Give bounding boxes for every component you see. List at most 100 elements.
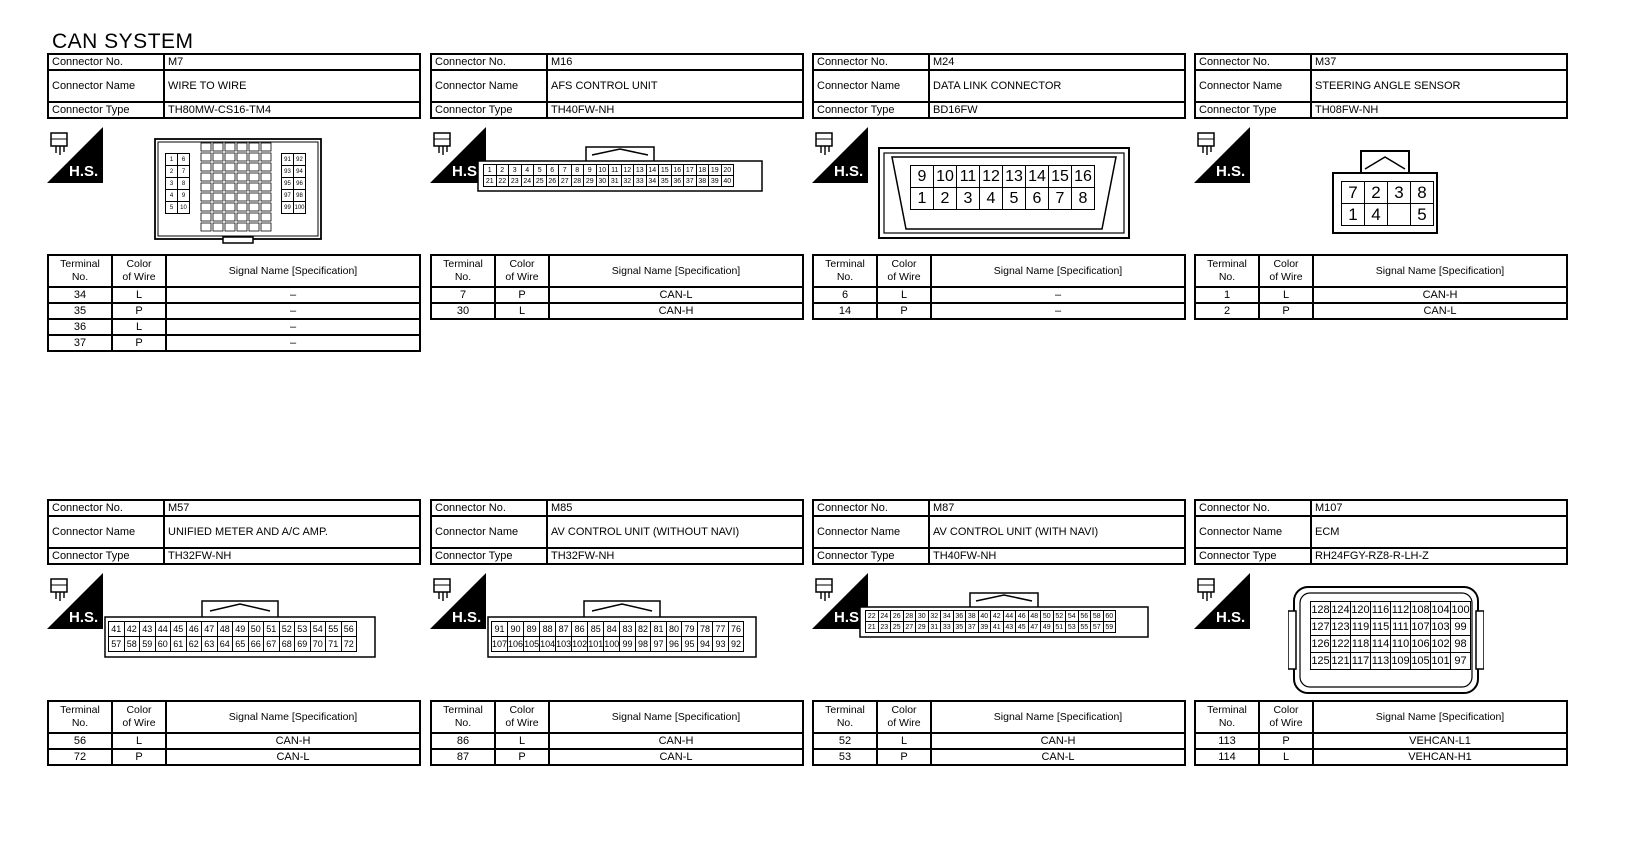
pin-cell: 87 xyxy=(555,621,573,637)
pin-cell: 57 xyxy=(108,636,125,652)
pin-cell: 48 xyxy=(216,621,233,637)
signal-name: CAN-L xyxy=(930,748,1186,766)
pin-cell: 35 xyxy=(952,621,966,633)
pin-cell: 79 xyxy=(681,621,698,637)
hs-label: H.S. xyxy=(69,609,98,626)
terminal-no: 113 xyxy=(1194,732,1260,750)
connector-info-table: Connector No. M85 Connector Name AV CONT… xyxy=(430,499,804,565)
pin-cell: 103 xyxy=(555,636,573,652)
pin-cell: 33 xyxy=(633,175,647,187)
signal-name: – xyxy=(165,334,421,352)
pin-cell: 51 xyxy=(263,621,280,637)
pin-cell: 123 xyxy=(1330,618,1351,636)
pin-cell: 6 xyxy=(1025,187,1049,210)
pin-cell: 3 xyxy=(165,177,178,190)
pin-cell: 53 xyxy=(294,621,311,637)
pin-cell: 38 xyxy=(695,175,709,187)
terminal-no: 34 xyxy=(47,286,113,304)
connector-name-label: Connector Name xyxy=(47,515,165,549)
pin-cell: 101 xyxy=(1430,652,1451,670)
pin-cell: 70 xyxy=(309,636,326,652)
connector-no-value: M37 xyxy=(1310,53,1568,71)
pin-cell: 58 xyxy=(123,636,140,652)
signal-name: CAN-L xyxy=(548,286,804,304)
pin-cell: 116 xyxy=(1370,601,1391,619)
pin-cell: 45 xyxy=(170,621,187,637)
pin-cell: 90 xyxy=(507,621,525,637)
pin-cell: 12 xyxy=(620,164,634,176)
pin-cell: 10 xyxy=(177,201,190,214)
signal-name: CAN-H xyxy=(930,732,1186,750)
terminal-no: 37 xyxy=(47,334,113,352)
pin-cell: 46 xyxy=(1015,610,1029,622)
connector-no-label: Connector No. xyxy=(812,53,930,71)
connector-type-label: Connector Type xyxy=(430,547,548,565)
pin-cell: 102 xyxy=(1430,635,1451,653)
pin-cell: 97 xyxy=(281,189,294,202)
pin-cell: 125 xyxy=(1310,652,1331,670)
connector-info-table: Connector No. M24 Connector Name DATA LI… xyxy=(812,53,1186,119)
connector-name-label: Connector Name xyxy=(430,69,548,103)
signal-name: CAN-L xyxy=(548,748,804,766)
pin-cell: 96 xyxy=(293,177,306,190)
connector-name-value: UNIFIED METER AND A/C AMP. xyxy=(163,515,421,549)
pin-cell: 9 xyxy=(910,165,934,188)
pin-cell: 92 xyxy=(727,636,745,652)
wire-color: L xyxy=(494,732,550,750)
terminal-no: 56 xyxy=(47,732,113,750)
connector-info-table: Connector No. M57 Connector Name UNIFIED… xyxy=(47,499,421,565)
pin-cell: 9 xyxy=(177,189,190,202)
pin-cell: 8 xyxy=(1410,181,1434,204)
pin-cell: 5 xyxy=(533,164,547,176)
pin-cell: 118 xyxy=(1350,635,1371,653)
pin-cell: 119 xyxy=(1350,618,1371,636)
pin-cell: 5 xyxy=(1002,187,1026,210)
pin-cell: 22 xyxy=(495,175,509,187)
pin-cell: 108 xyxy=(1410,601,1431,619)
pin-cell: 34 xyxy=(645,175,659,187)
pin-cell: 55 xyxy=(1077,621,1091,633)
pin-cell: 112 xyxy=(1390,601,1411,619)
terminal-no: 114 xyxy=(1194,748,1260,766)
wire-color: L xyxy=(494,302,550,320)
pin-cell: 94 xyxy=(696,636,714,652)
pin-cell: 21 xyxy=(483,175,497,187)
connector-info-table: Connector No. M16 Connector Name AFS CON… xyxy=(430,53,804,119)
terminal-no: 53 xyxy=(812,748,878,766)
pin-cell: 52 xyxy=(1052,610,1066,622)
connector-name-value: STEERING ANGLE SENSOR xyxy=(1310,69,1568,103)
pin-cell: 29 xyxy=(915,621,929,633)
signal-header: Signal Name [Specification] xyxy=(1312,700,1568,734)
pin-cell: 10 xyxy=(933,165,957,188)
connector-name-label: Connector Name xyxy=(812,69,930,103)
pin-cell: 2 xyxy=(165,165,178,178)
signal-name: CAN-L xyxy=(1312,302,1568,320)
pin-cell: 18 xyxy=(695,164,709,176)
pin-cell: 86 xyxy=(571,621,589,637)
pin-cell: 49 xyxy=(232,621,249,637)
pin-cell: 61 xyxy=(170,636,187,652)
hs-label: H.S. xyxy=(69,163,98,180)
signal-header: Signal Name [Specification] xyxy=(548,254,804,288)
wire-color: P xyxy=(111,748,167,766)
pin-cell: 91 xyxy=(490,621,509,637)
pin-cell: 57 xyxy=(1090,621,1104,633)
pin-cell: 8 xyxy=(177,177,190,190)
connector-name-value: AFS CONTROL UNIT xyxy=(546,69,804,103)
